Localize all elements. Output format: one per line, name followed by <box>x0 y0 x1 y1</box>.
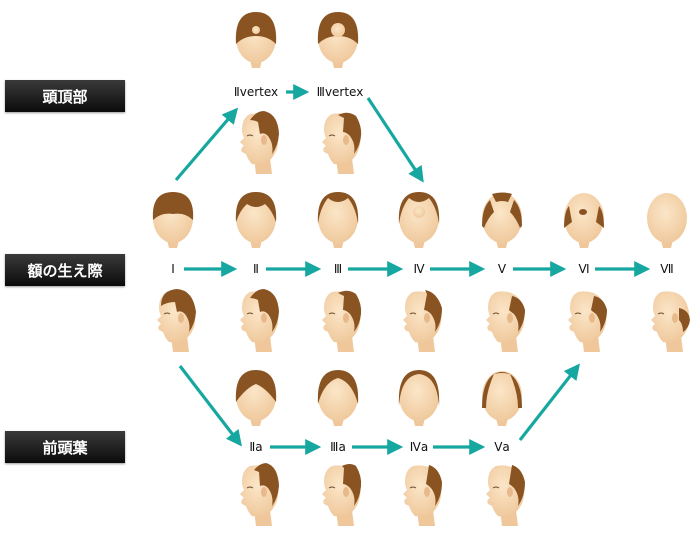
arrow-3vertex-to-4 <box>366 97 424 183</box>
top-view-head-stage-5 <box>482 192 522 248</box>
side-view-head-2a <box>240 463 279 526</box>
category-label-frontal: 前頭葉 <box>5 431 125 463</box>
side-view-head-4a <box>403 465 442 526</box>
stage-label-5a: Ⅴa <box>494 440 510 454</box>
side-view-head-stage-7 <box>651 291 690 352</box>
stage-label-7: Ⅶ <box>660 262 674 276</box>
side-view-head-3-vertex <box>322 112 362 174</box>
top-view-head-stage-1 <box>152 192 194 248</box>
top-view-head-stage-7 <box>647 193 687 248</box>
side-view-head-stage-2 <box>240 289 279 352</box>
top-view-head-4a <box>398 370 440 426</box>
top-view-head-stage-3 <box>317 192 359 248</box>
stage-label-1: Ⅰ <box>171 262 175 276</box>
category-label-vertex: 頭頂部 <box>5 80 125 112</box>
stage-label-2: Ⅱ <box>253 262 259 276</box>
stage-label-5: Ⅴ <box>497 262 507 276</box>
top-view-head-stage-4 <box>398 192 440 248</box>
stage-label-4: Ⅳ <box>413 262 425 276</box>
top-view-head-stage-2 <box>235 192 277 248</box>
stage-label-3a: Ⅲa <box>330 440 346 454</box>
side-view-head-stage-5 <box>486 291 525 352</box>
top-view-head-5a <box>482 371 522 426</box>
arrow-1-to-2a <box>178 365 242 447</box>
side-view-head-stage-6 <box>568 291 607 352</box>
side-view-head-2-vertex <box>240 111 279 174</box>
category-label-hairline: 額の生え際 <box>5 254 125 286</box>
side-view-head-stage-1 <box>157 289 196 352</box>
top-view-head-2-vertex <box>235 12 277 68</box>
top-view-head-3a <box>317 370 359 426</box>
stage-label-6: Ⅵ <box>578 262 590 276</box>
top-view-head-2a <box>235 370 277 426</box>
top-view-head-3-vertex <box>317 12 359 68</box>
stage-label-4a: Ⅳa <box>409 440 429 454</box>
stage-label-3-vertex: Ⅲvertex <box>316 85 364 99</box>
side-view-head-stage-4 <box>403 290 442 352</box>
side-view-head-3a <box>322 464 362 526</box>
arrow-1-to-2vertex <box>174 107 239 182</box>
stage-label-3: Ⅲ <box>333 262 343 276</box>
top-view-head-stage-6 <box>564 193 604 248</box>
side-view-head-stage-3 <box>322 290 362 352</box>
arrow-5a-to-6 <box>518 363 580 441</box>
stage-label-2-vertex: Ⅱvertex <box>233 85 279 99</box>
stage-label-2a: Ⅱa <box>249 440 263 454</box>
side-view-head-5a <box>486 465 525 526</box>
